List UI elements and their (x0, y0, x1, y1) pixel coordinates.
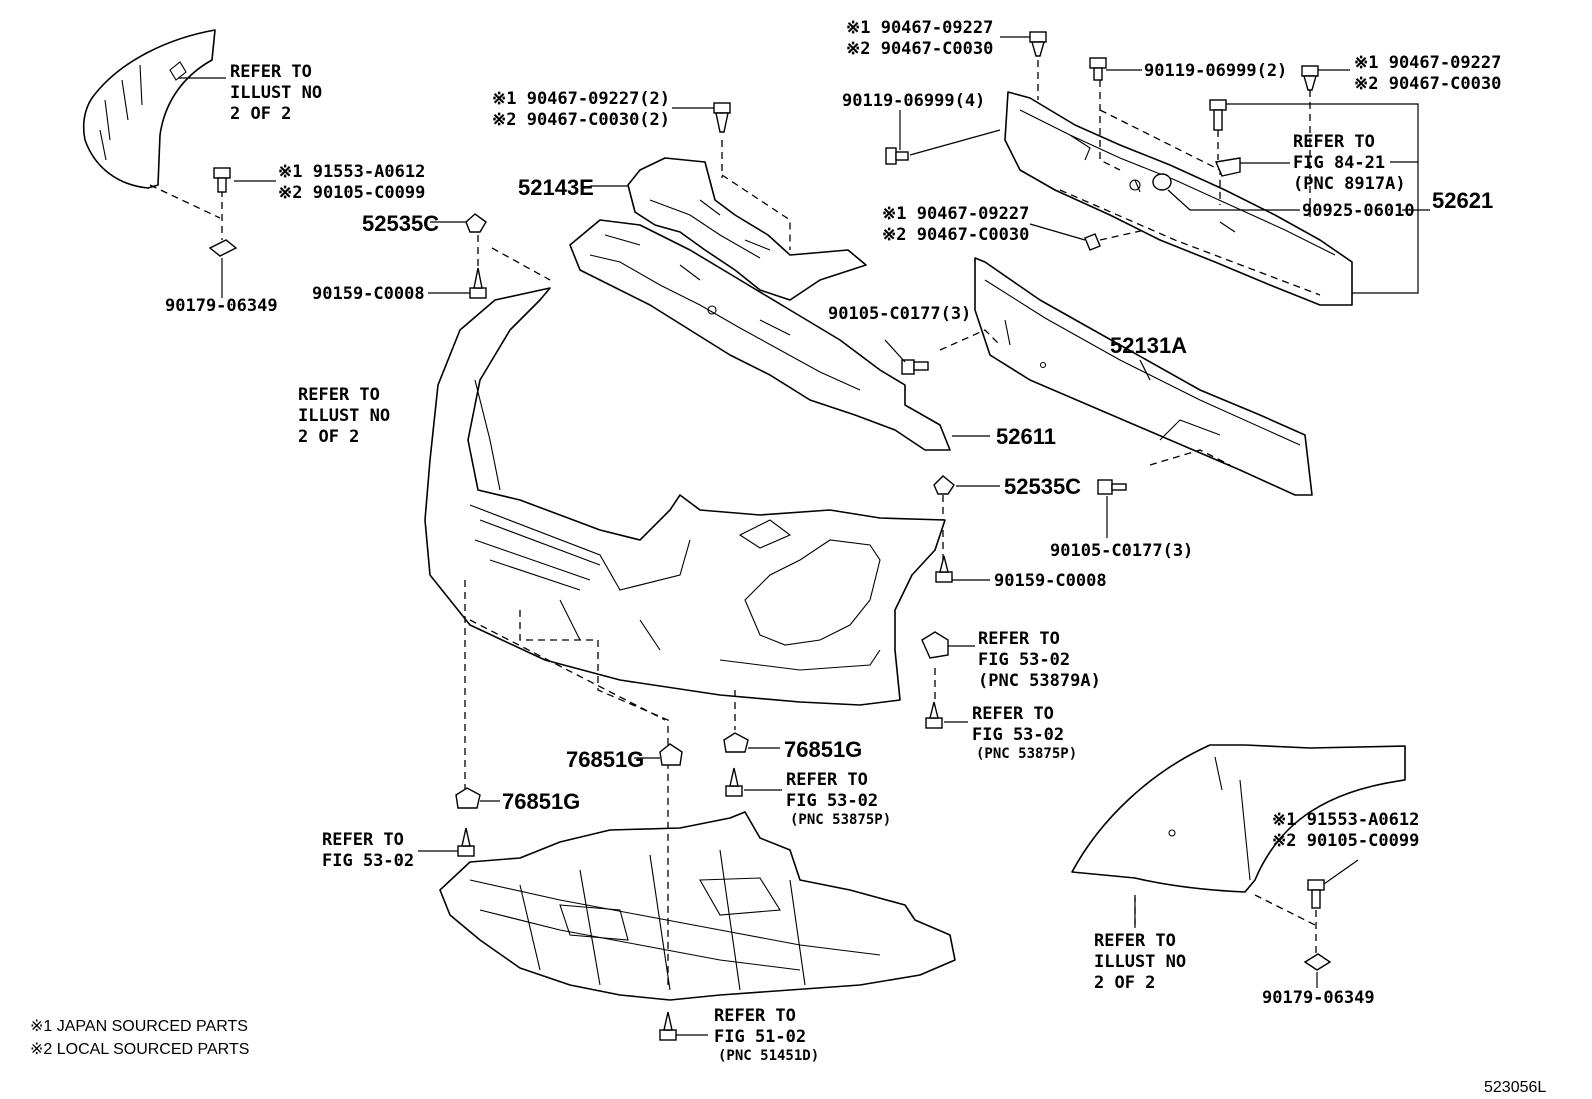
label-ref-84-2: FIG 84-21 (1293, 153, 1385, 173)
label-br-nut: 90179-06349 (1262, 988, 1375, 1008)
absorber-52143e (627, 157, 867, 301)
fastener-clip-52535c-top (465, 213, 487, 233)
fastener-bracket-8917a (1215, 157, 1241, 177)
fastener-clip-76851g-a (723, 732, 749, 753)
fastener-bolt-br (1307, 879, 1325, 909)
label-ref-53b-2: FIG 53-02 (972, 725, 1064, 745)
label-90159-top: 90159-C0008 (312, 284, 425, 304)
label-ref-tl-2: ILLUST NO (230, 83, 322, 103)
label-clip-mid-1: ※1 90467-09227(2) (492, 89, 670, 109)
bumper-cover (424, 287, 946, 706)
label-clip-top-2: ※2 90467-C0030 (846, 39, 993, 59)
label-tl-bolt-1: ※1 91553-A0612 (278, 162, 425, 182)
label-ref-ml-3: 2 OF 2 (298, 427, 359, 447)
label-52621: 52621 (1432, 188, 1493, 213)
fastener-screw-top (469, 267, 487, 299)
fastener-grommet-90925 (1152, 173, 1172, 191)
fastener-clip-52535c-mid (933, 475, 955, 495)
label-ref-53c-3: (PNC 53875P) (790, 812, 891, 828)
fastener-bolt-90119-4 (885, 147, 909, 165)
label-ref-53b-3: (PNC 53875P) (976, 746, 1077, 762)
label-90105-b: 90105-C0177(3) (1050, 541, 1193, 561)
fender-liner-left (82, 29, 216, 189)
fastener-clip-mid (713, 102, 731, 133)
label-ref-51-3: (PNC 51451D) (718, 1048, 819, 1064)
label-ref-ml-1: REFER TO (298, 385, 380, 405)
fastener-bolt-90105-b (1097, 479, 1127, 495)
footnote-2: ※2 LOCAL SOURCED PARTS (30, 1041, 249, 1058)
label-tl-nut: 90179-06349 (165, 296, 278, 316)
label-ref-53d-1: REFER TO (322, 830, 404, 850)
label-br-bolt-2: ※2 90105-C0099 (1272, 831, 1419, 851)
fastener-screw-53875p-a (925, 701, 943, 729)
label-ref-br-1: REFER TO (1094, 931, 1176, 951)
reinforcement-52621 (1004, 91, 1353, 306)
label-clip-rm-2: ※2 90467-C0030 (882, 225, 1029, 245)
label-clip-mid-2: ※2 90467-C0030(2) (492, 110, 670, 130)
label-90119-4: 90119-06999(4) (842, 91, 985, 111)
label-76851g-a: 76851G (784, 737, 862, 762)
label-ref-br-2: ILLUST NO (1094, 952, 1186, 972)
label-ref-53d-2: FIG 53-02 (322, 851, 414, 871)
label-52143e: 52143E (518, 175, 594, 200)
fastener-clip-76851g-c (455, 787, 481, 809)
label-ref-53a-2: FIG 53-02 (978, 650, 1070, 670)
label-ref-84-1: REFER TO (1293, 132, 1375, 152)
label-clip-top-1: ※1 90467-09227 (846, 18, 993, 38)
fastener-clip-rm (1084, 233, 1101, 251)
labels: REFER TO ILLUST NO 2 OF 2 ※1 91553-A0612… (30, 18, 1546, 1096)
label-90119-2: 90119-06999(2) (1144, 61, 1287, 81)
leader-lines (178, 36, 1430, 1036)
label-ref-ml-2: ILLUST NO (298, 406, 390, 426)
fastener-nut-br (1303, 953, 1332, 971)
label-ref-53b-1: REFER TO (972, 704, 1054, 724)
label-ref-tl-3: 2 OF 2 (230, 104, 291, 124)
label-ref-51-2: FIG 51-02 (714, 1027, 806, 1047)
engine-under-cover (439, 811, 956, 1001)
fender-liner-right (1071, 744, 1406, 893)
label-clip-tr-2: ※2 90467-C0030 (1354, 74, 1501, 94)
fastener-screw-53875p-b (725, 767, 743, 797)
label-tl-bolt-2: ※2 90105-C0099 (278, 183, 425, 203)
label-ref-53c-1: REFER TO (786, 770, 868, 790)
label-br-bolt-1: ※1 91553-A0612 (1272, 810, 1419, 830)
footnote-1: ※1 JAPAN SOURCED PARTS (30, 1018, 248, 1035)
fastener-bolt-tl (213, 167, 231, 193)
fastener-clip-top (1029, 31, 1047, 57)
label-ref-84-3: (PNC 8917A) (1293, 174, 1406, 194)
fastener-screw-53-02 (457, 827, 475, 857)
fastener-screw-mid (935, 555, 953, 583)
label-52131a: 52131A (1110, 333, 1187, 358)
fastener-bolt-90119-2 (1089, 57, 1107, 81)
label-ref-tl-1: REFER TO (230, 62, 312, 82)
label-52611: 52611 (996, 424, 1056, 449)
label-ref-53a-1: REFER TO (978, 629, 1060, 649)
fastener-bracket-53879a (921, 631, 949, 659)
label-ref-51-1: REFER TO (714, 1006, 796, 1026)
label-90105-a: 90105-C0177(3) (828, 304, 971, 324)
label-76851g-c: 76851G (502, 789, 580, 814)
label-ref-53a-3: (PNC 53879A) (978, 671, 1101, 691)
fastener-screw-51451d (659, 1011, 677, 1041)
retainer-52611 (569, 219, 951, 451)
label-clip-tr-1: ※1 90467-09227 (1354, 53, 1501, 73)
fastener-clip-76851g-b (659, 743, 683, 766)
fastener-clip-tr (1301, 65, 1319, 91)
label-52535c-top: 52535C (362, 211, 439, 236)
label-clip-rm-1: ※1 90467-09227 (882, 204, 1029, 224)
fastener-bolt-90105-a (901, 359, 929, 375)
label-90925: 90925-06010 (1302, 201, 1415, 221)
label-90159-mid: 90159-C0008 (994, 571, 1107, 591)
diagram-id: 523056L (1484, 1079, 1546, 1096)
fastener-bolt-right (1209, 99, 1227, 131)
bar-52131a (974, 257, 1313, 496)
label-ref-br-3: 2 OF 2 (1094, 973, 1155, 993)
label-76851g-b: 76851G (566, 747, 644, 772)
fastener-nut-tl (208, 239, 238, 257)
label-ref-53c-2: FIG 53-02 (786, 791, 878, 811)
label-52535c-mid: 52535C (1004, 474, 1081, 499)
